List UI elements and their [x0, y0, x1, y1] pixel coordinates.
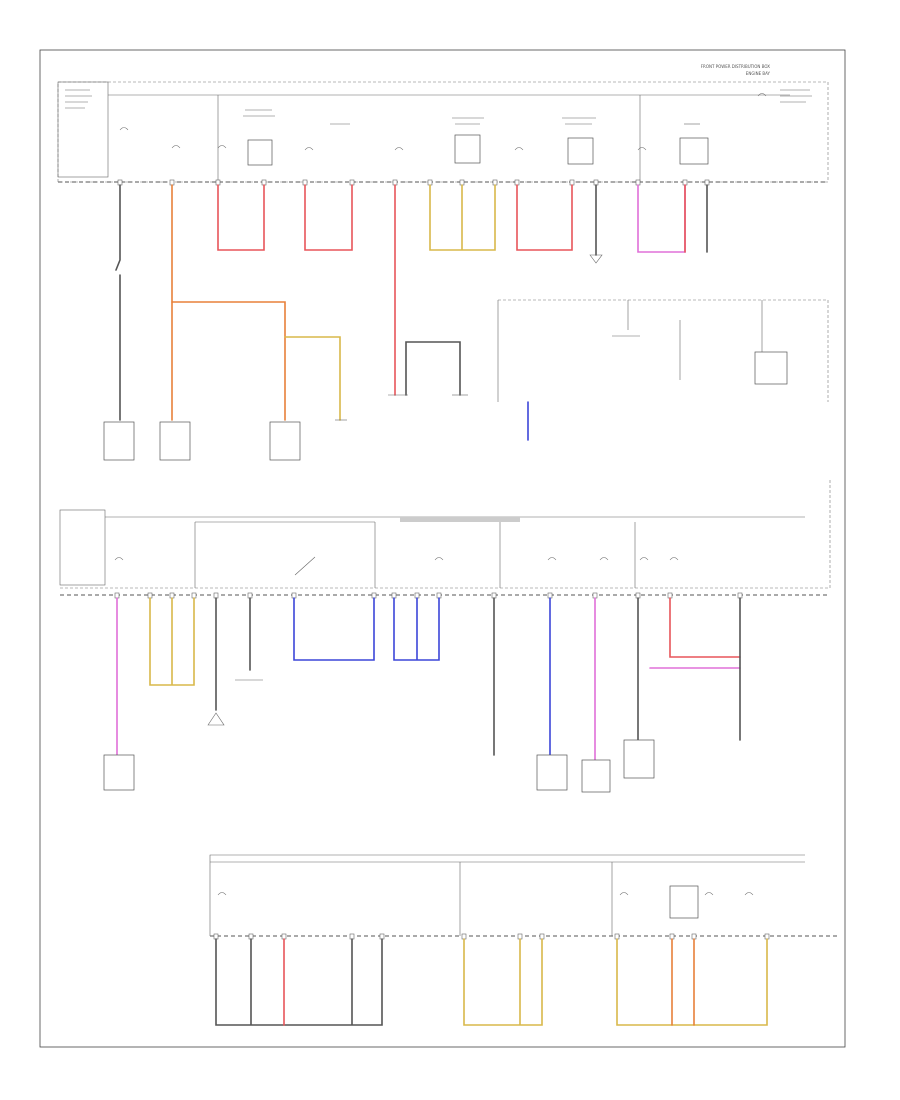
section-2-wires	[116, 597, 741, 761]
top-fuse-box	[57, 81, 829, 183]
section-1-modules	[103, 254, 603, 461]
page-frame	[39, 49, 846, 1048]
bus-1-connectors	[117, 179, 710, 186]
bottom-fuse-box	[209, 854, 805, 936]
middle-fuse-box	[59, 480, 831, 589]
section-2-modules	[103, 679, 655, 793]
section-1-wires	[115, 184, 708, 441]
section-3-wires	[215, 938, 768, 1026]
header-label-2: ENGINE BAY	[746, 71, 771, 76]
header-label-1: FRONT POWER DISTRIBUTION BOX	[701, 64, 771, 69]
right-subsystem-box	[497, 299, 829, 402]
